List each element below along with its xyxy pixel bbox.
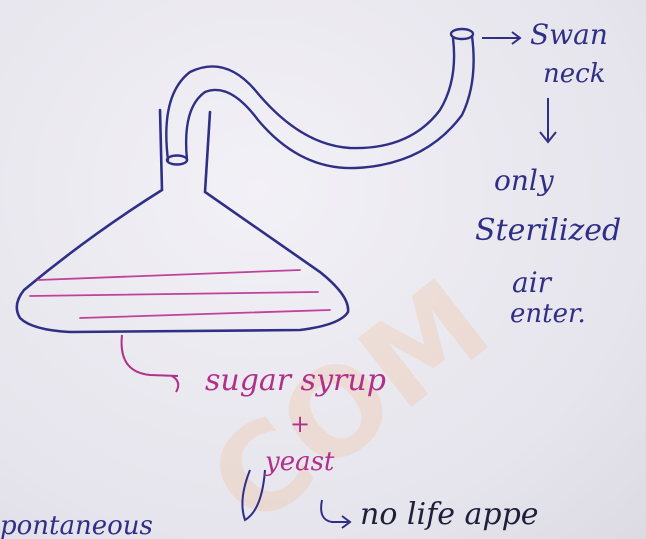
label-swan: Swan	[530, 18, 608, 51]
syrup-bracket	[122, 335, 178, 376]
label-neck: neck	[543, 59, 605, 89]
swan-neck-tube	[166, 29, 473, 168]
flask-body	[17, 110, 348, 332]
label-only: only	[494, 164, 555, 197]
label-enter: enter.	[510, 299, 586, 329]
label-air: air	[512, 266, 553, 299]
label-sterilized: Sterilized	[475, 213, 621, 248]
label-spontaneous: pontaneous	[0, 511, 153, 539]
label-plus: +	[290, 410, 310, 438]
swan-neck-pointer-arrow	[482, 32, 520, 44]
label-sugar-syrup: sugar syrup	[205, 363, 386, 398]
syrup-arrow	[172, 376, 178, 392]
label-no-life: no life appe	[360, 497, 539, 532]
down-arrow-icon	[540, 98, 556, 142]
sugar-syrup-liquid	[30, 270, 330, 318]
label-yeast: yeast	[264, 447, 335, 477]
